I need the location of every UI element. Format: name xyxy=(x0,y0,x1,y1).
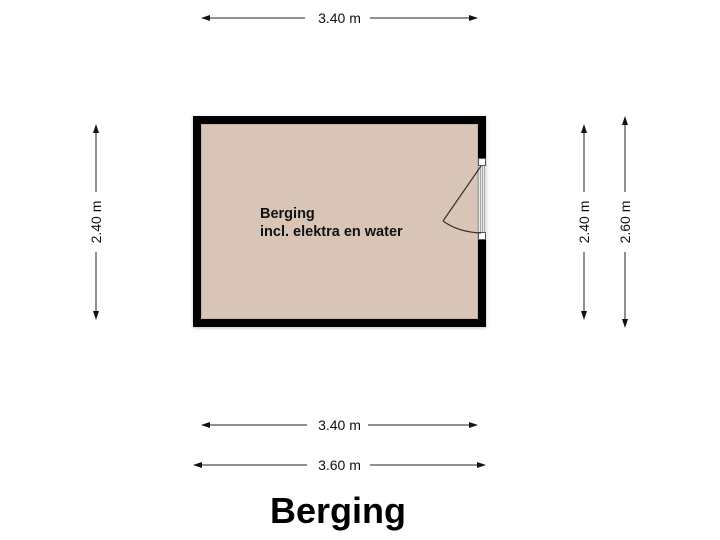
dimension-left-height: 2.40 m xyxy=(88,124,104,320)
door-leaf xyxy=(442,165,482,222)
door-frame xyxy=(478,160,486,240)
dimension-label: 2.40 m xyxy=(88,201,104,244)
arrow-down-icon xyxy=(93,311,99,320)
room-floor xyxy=(201,124,478,319)
room-name-label: Berging xyxy=(260,206,315,222)
dimension-right-outer-height: 2.60 m xyxy=(617,116,633,328)
dimension-top-width: 3.40 m xyxy=(201,10,478,26)
arrow-left-icon xyxy=(201,422,210,428)
arrow-up-icon xyxy=(93,124,99,133)
arrow-right-icon xyxy=(469,422,478,428)
dimension-label: 2.60 m xyxy=(617,201,633,244)
room-berging: Berging incl. elektra en water xyxy=(193,116,486,327)
arrow-down-icon xyxy=(581,311,587,320)
arrow-right-icon xyxy=(477,462,486,468)
dimension-bottom-inner-width: 3.40 m xyxy=(201,417,478,433)
arrow-up-icon xyxy=(622,116,628,125)
dimension-label: 3.40 m xyxy=(318,10,361,26)
door-swing-arc xyxy=(442,220,482,234)
dimension-label: 3.60 m xyxy=(318,457,361,473)
dimension-right-inner-height: 2.40 m xyxy=(576,124,592,320)
door-jamb-bottom xyxy=(478,232,486,240)
arrow-left-icon xyxy=(193,462,202,468)
door xyxy=(442,158,486,240)
arrow-right-icon xyxy=(469,15,478,21)
arrow-left-icon xyxy=(201,15,210,21)
dimension-label: 2.40 m xyxy=(576,201,592,244)
room-description-label: incl. elektra en water xyxy=(260,224,403,240)
page-title: Berging xyxy=(270,490,406,531)
dimension-bottom-outer-width: 3.60 m xyxy=(193,457,486,473)
arrow-down-icon xyxy=(622,319,628,328)
door-jamb-top xyxy=(478,158,486,166)
floor-edge xyxy=(201,124,478,319)
dimension-label: 3.40 m xyxy=(318,417,361,433)
arrow-up-icon xyxy=(581,124,587,133)
